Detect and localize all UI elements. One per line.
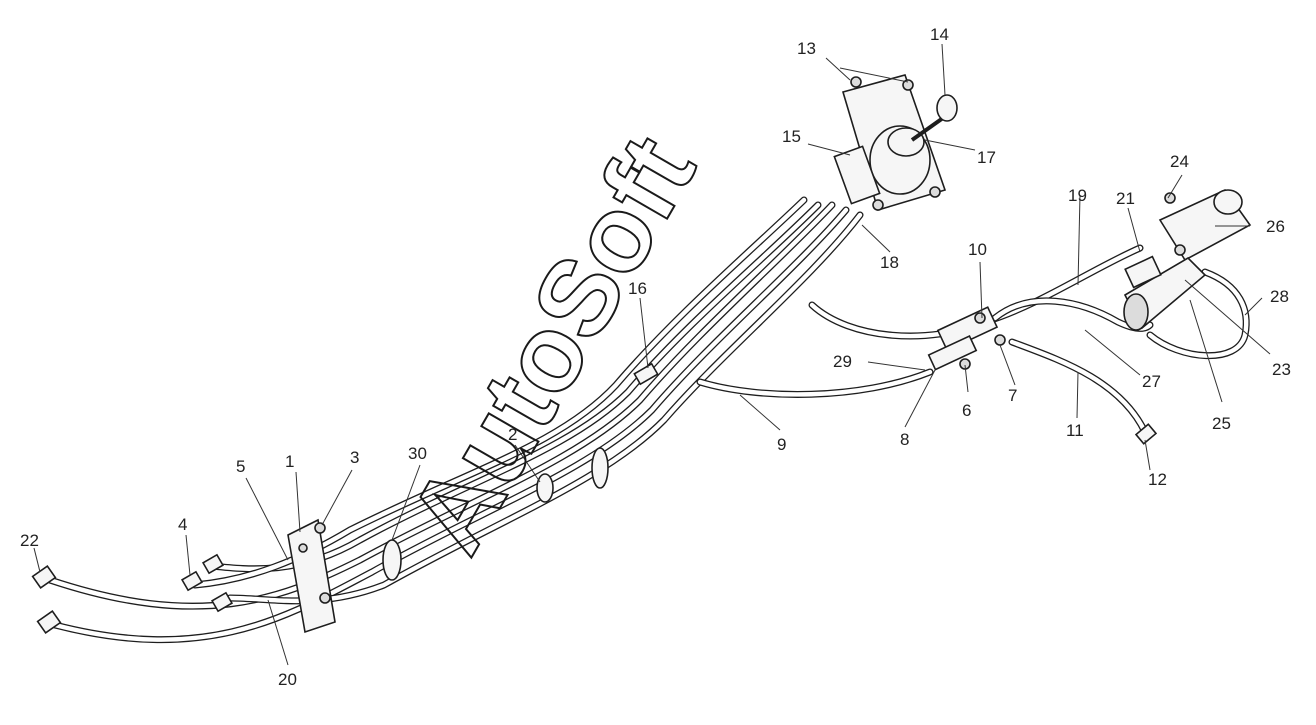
right-hoses [696, 244, 1250, 436]
clamp-bracket [287, 518, 336, 634]
callout-27: 27 [1142, 372, 1161, 391]
callout-2: 2 [508, 425, 517, 444]
hose-clamps [382, 447, 609, 581]
callout-18: 18 [880, 253, 899, 272]
callout-9: 9 [777, 435, 786, 454]
callout-5: 5 [236, 457, 245, 476]
leader-lines [33, 43, 1271, 666]
callout-4: 4 [178, 515, 187, 534]
callout-25: 25 [1212, 414, 1231, 433]
callout-labels: 1 2 3 4 5 6 7 8 9 10 11 12 13 14 15 16 1… [20, 25, 1291, 689]
control-valve [833, 74, 958, 211]
callout-23: 23 [1272, 360, 1291, 379]
callout-3: 3 [350, 448, 359, 467]
callout-14: 14 [930, 25, 949, 44]
callout-7: 7 [1008, 386, 1017, 405]
callout-28: 28 [1270, 287, 1289, 306]
callout-22: 22 [20, 531, 39, 550]
callout-8: 8 [900, 430, 909, 449]
callout-20: 20 [278, 670, 297, 689]
callout-21: 21 [1116, 189, 1135, 208]
callout-16: 16 [628, 279, 647, 298]
callout-11: 11 [1066, 421, 1084, 440]
callout-29: 29 [833, 352, 852, 371]
callout-19: 19 [1068, 186, 1087, 205]
end-fittings [31, 362, 1158, 635]
callout-26: 26 [1266, 217, 1285, 236]
tee-block [927, 306, 1006, 371]
callout-30: 30 [408, 444, 427, 463]
callout-6: 6 [962, 401, 971, 420]
callout-17: 17 [977, 148, 996, 167]
callout-12: 12 [1148, 470, 1167, 489]
callout-15: 15 [782, 127, 801, 146]
callout-24: 24 [1170, 152, 1189, 171]
callout-13: 13 [797, 39, 816, 58]
callout-1: 1 [285, 452, 294, 471]
callout-10: 10 [968, 240, 987, 259]
hydraulic-cylinder [1123, 188, 1252, 331]
